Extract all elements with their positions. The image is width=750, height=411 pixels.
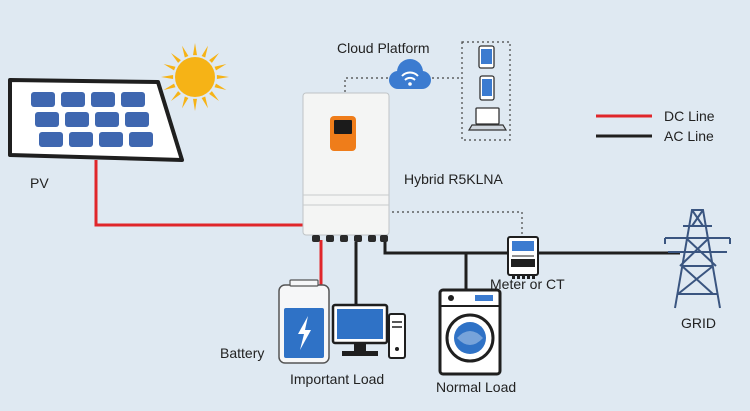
solar-panel: [8, 78, 184, 162]
tablet-icon: [478, 45, 495, 69]
laptop-icon: [467, 107, 508, 131]
pv-cell: [129, 132, 153, 147]
phone-icon: [479, 75, 495, 101]
pv-cell: [95, 112, 119, 127]
pv-cell: [121, 92, 145, 107]
important-load-label: Important Load: [290, 371, 384, 387]
pv-label: PV: [30, 175, 49, 191]
dc-lines: [94, 160, 323, 294]
grid-label: GRID: [681, 315, 716, 331]
inverter-model-label: Hybrid R5KLNA: [404, 171, 503, 187]
desktop-computer-icon: [331, 303, 406, 359]
pv-cell: [35, 112, 59, 127]
pv-cell: [125, 112, 149, 127]
inverter-ports: [312, 235, 388, 242]
pv-dc-line: [94, 160, 304, 227]
monitoring-devices: [461, 41, 511, 141]
battery-unit: [278, 279, 330, 364]
legend-ac-label: AC Line: [664, 128, 714, 144]
pv-cell: [69, 132, 93, 147]
energy-meter-icon: [507, 236, 539, 279]
cloud-platform-label: Cloud Platform: [337, 40, 430, 56]
legend-dc-label: DC Line: [664, 108, 715, 124]
pv-cell: [91, 92, 115, 107]
pv-cell-grid: [31, 92, 153, 147]
pv-cell: [31, 92, 55, 107]
battery-label: Battery: [220, 345, 264, 361]
sun-icon: [161, 43, 229, 111]
hybrid-inverter: [302, 92, 390, 242]
normal-load-label: Normal Load: [436, 379, 516, 395]
meter-comm-line: [392, 211, 523, 236]
meter-label: Meter or CT: [490, 276, 565, 292]
lightning-icon: [298, 316, 311, 350]
transmission-tower-icon: [664, 209, 731, 309]
comm-lines: [344, 77, 523, 236]
pv-cell: [39, 132, 63, 147]
wifi-cloud-icon: [389, 59, 431, 89]
pv-cell: [65, 112, 89, 127]
pv-cell: [99, 132, 123, 147]
pv-cell: [61, 92, 85, 107]
washing-machine-icon: [438, 288, 502, 376]
legend: DC Line AC Line: [596, 108, 715, 144]
cloud-comm-line: [344, 77, 388, 92]
